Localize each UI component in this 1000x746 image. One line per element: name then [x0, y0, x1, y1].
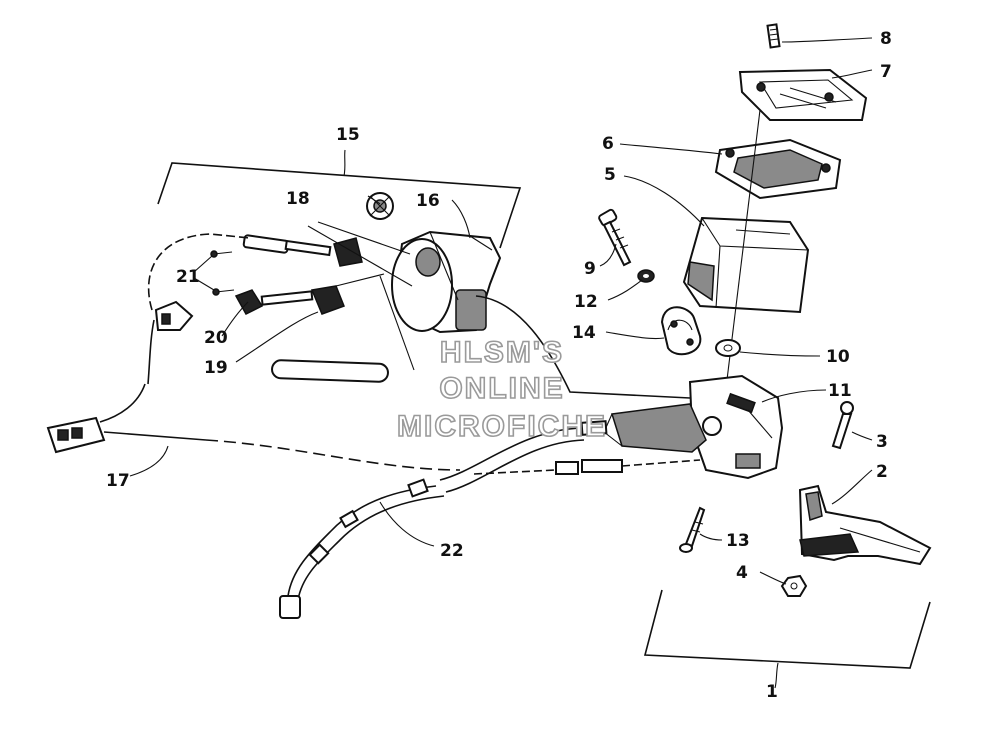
- callout-3: 3: [876, 432, 888, 452]
- wiring-harness-part: [99, 233, 691, 471]
- watermark-line-3: MICROFICHE: [397, 410, 607, 443]
- callout-16: 16: [416, 191, 440, 211]
- callout-14: 14: [572, 323, 596, 343]
- washer-12-part: [637, 269, 655, 283]
- callout-7: 7: [880, 62, 892, 82]
- connector-small-part: [154, 300, 194, 331]
- callout-5: 5: [604, 165, 616, 185]
- callout-1: 1: [766, 682, 778, 702]
- watermark-line-1: HLSM'S: [440, 336, 564, 369]
- reservoir-screw-part: [598, 208, 632, 267]
- callout-22: 22: [440, 541, 464, 561]
- lever-nut-part: [780, 574, 808, 597]
- harness-connector-part: [46, 416, 106, 454]
- master-cylinder-part: [603, 374, 784, 480]
- callout-11: 11: [828, 381, 852, 401]
- leader-lines: [129, 37, 873, 585]
- brake-hose-part: [279, 420, 701, 619]
- brake-lever-part: [798, 484, 932, 566]
- rotary-switch-knob-part: [366, 192, 394, 220]
- watermark: HLSM'S ONLINE MICROFICHE: [396, 335, 607, 444]
- callout-20: 20: [204, 328, 228, 348]
- callout-17: 17: [106, 471, 130, 491]
- callout-2: 2: [876, 462, 888, 482]
- switch-plunger-part: [242, 234, 363, 267]
- callout-13: 13: [726, 531, 750, 551]
- pivot-bolt-part: [831, 401, 854, 450]
- grip-tube-part: [271, 359, 389, 383]
- callout-15: 15: [336, 125, 360, 145]
- reservoir-part: [682, 216, 810, 314]
- reservoir-cover-part: [738, 68, 868, 121]
- callout-4: 4: [736, 563, 748, 583]
- callout-12: 12: [574, 292, 598, 312]
- callout-21: 21: [176, 267, 200, 287]
- mounting-screw-13-part: [679, 506, 706, 553]
- callout-10: 10: [826, 347, 850, 367]
- handlebar-clamp-part: [660, 306, 702, 356]
- callout-labels: 1 2 3 4 5 6 7 8 9 10 11 12 13 14 15 16 1…: [106, 29, 892, 702]
- small-screws-21-part: [210, 250, 235, 296]
- explosion-guide-lines: [307, 221, 415, 371]
- switch-contact-19-part: [260, 273, 385, 315]
- callout-19: 19: [204, 358, 228, 378]
- callout-6: 6: [602, 134, 614, 154]
- callout-8: 8: [880, 29, 892, 49]
- callout-9: 9: [584, 259, 596, 279]
- washer-10-part: [715, 339, 741, 357]
- assembly-1-bracket: [643, 589, 931, 689]
- assembly-15-bracket: [157, 149, 522, 249]
- watermark-line-2: ONLINE: [439, 372, 564, 405]
- diaphragm-part: [714, 138, 842, 200]
- callout-18: 18: [286, 189, 310, 209]
- cover-screw-part: [766, 23, 781, 49]
- switch-housing-part: [391, 230, 502, 334]
